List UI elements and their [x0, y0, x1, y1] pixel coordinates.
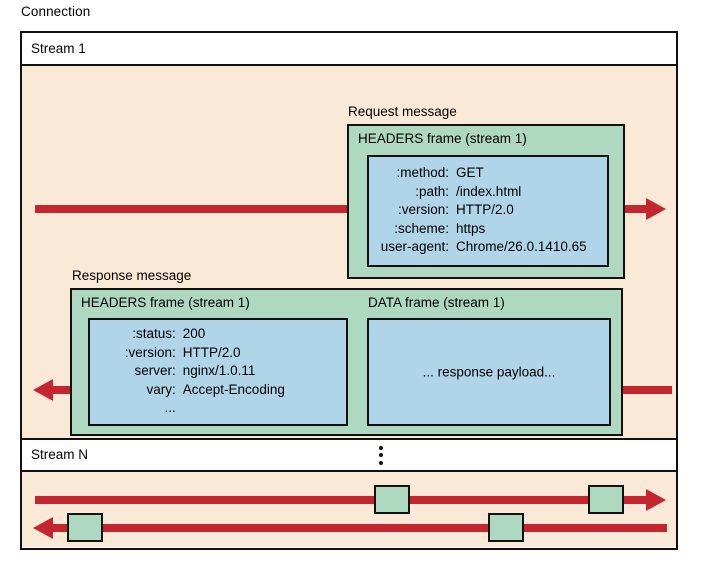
header-name: :path: [415, 183, 450, 199]
request-headers-frame: HEADERS frame (stream 1) :method: GET :p… [347, 124, 625, 279]
header-value: nginx/1.0.11 [182, 363, 256, 378]
stream-n-header: Stream N [22, 438, 676, 472]
header-name: :method: [396, 165, 450, 180]
request-frame-title: HEADERS frame (stream 1) [358, 131, 527, 146]
stream-1-label: Stream 1 [31, 40, 86, 56]
header-value [183, 399, 346, 418]
table-row: :version: HTTP/2.0 [369, 201, 607, 220]
header-name: vary: [146, 381, 176, 397]
table-row: :status: 200 [90, 325, 346, 344]
request-headers-payload: :method: GET :path: /index.html :version… [367, 155, 609, 267]
stream-n-body [22, 472, 676, 547]
response-payload-text: ... response payload... [422, 364, 556, 380]
header-value: 200 [182, 326, 206, 341]
table-row: :scheme: https [369, 220, 607, 239]
header-value: Accept-Encoding [182, 381, 285, 397]
stream-n-outbound-frame-2 [588, 485, 624, 514]
response-message-label: Response message [72, 268, 192, 283]
stream-n-inbound-frame-1 [67, 513, 103, 542]
header-value: /index.html [456, 183, 522, 199]
response-headers-table: :status: 200 :version: HTTP/2.0 server: … [90, 325, 346, 418]
header-name: server: [134, 363, 176, 378]
table-row: ... [90, 399, 346, 418]
stream-n-outbound-arrow-head [646, 489, 666, 511]
stream-1-body: Request message HEADERS frame (stream 1)… [22, 66, 676, 438]
table-row: vary: Accept-Encoding [90, 381, 346, 400]
connection-box: Stream 1 Request message HEADERS frame (… [20, 31, 678, 550]
header-name: :scheme: [394, 220, 450, 236]
header-value: Chrome/26.0.1410.65 [456, 239, 587, 254]
stream-n-label: Stream N [31, 447, 89, 463]
request-message-label: Request message [348, 104, 457, 119]
response-data-payload: ... response payload... [367, 318, 611, 426]
table-row: :version: HTTP/2.0 [90, 344, 346, 363]
header-value: https [456, 220, 486, 236]
stream-n-inbound-line [52, 524, 667, 532]
response-arrow-line-right [622, 386, 672, 394]
stream-n-outbound-line [35, 496, 648, 504]
header-value: HTTP/2.0 [182, 344, 241, 360]
response-data-frame-title: DATA frame (stream 1) [368, 295, 505, 310]
stream-n-inbound-arrow-head [33, 517, 53, 539]
header-name: :status: [132, 326, 176, 341]
request-arrow-head [646, 198, 666, 220]
response-arrow-line-left [52, 386, 82, 394]
request-arrow-line [35, 205, 648, 213]
stream-1-header: Stream 1 [22, 33, 676, 66]
response-arrow-head [33, 379, 53, 401]
table-row: :method: GET [369, 164, 607, 183]
stream-n-inbound-frame-2 [488, 513, 524, 542]
response-frames-group: HEADERS frame (stream 1) :status: 200 :v… [70, 288, 623, 436]
connection-label: Connection [21, 4, 91, 19]
header-name: :version: [124, 344, 176, 360]
table-row: user-agent: Chrome/26.0.1410.65 [369, 238, 607, 257]
header-name: user-agent: [380, 239, 450, 254]
response-headers-payload: :status: 200 :version: HTTP/2.0 server: … [88, 318, 348, 426]
table-row: :path: /index.html [369, 183, 607, 202]
request-headers-table: :method: GET :path: /index.html :version… [369, 164, 607, 257]
table-row: server: nginx/1.0.11 [90, 362, 346, 381]
header-value: GET [456, 165, 484, 180]
vertical-ellipsis-icon [379, 442, 383, 468]
header-value: HTTP/2.0 [456, 202, 514, 217]
response-headers-frame-title: HEADERS frame (stream 1) [81, 295, 250, 310]
stream-n-outbound-frame-1 [374, 485, 410, 514]
header-name: :version: [398, 202, 450, 217]
header-name: ... [164, 400, 176, 415]
